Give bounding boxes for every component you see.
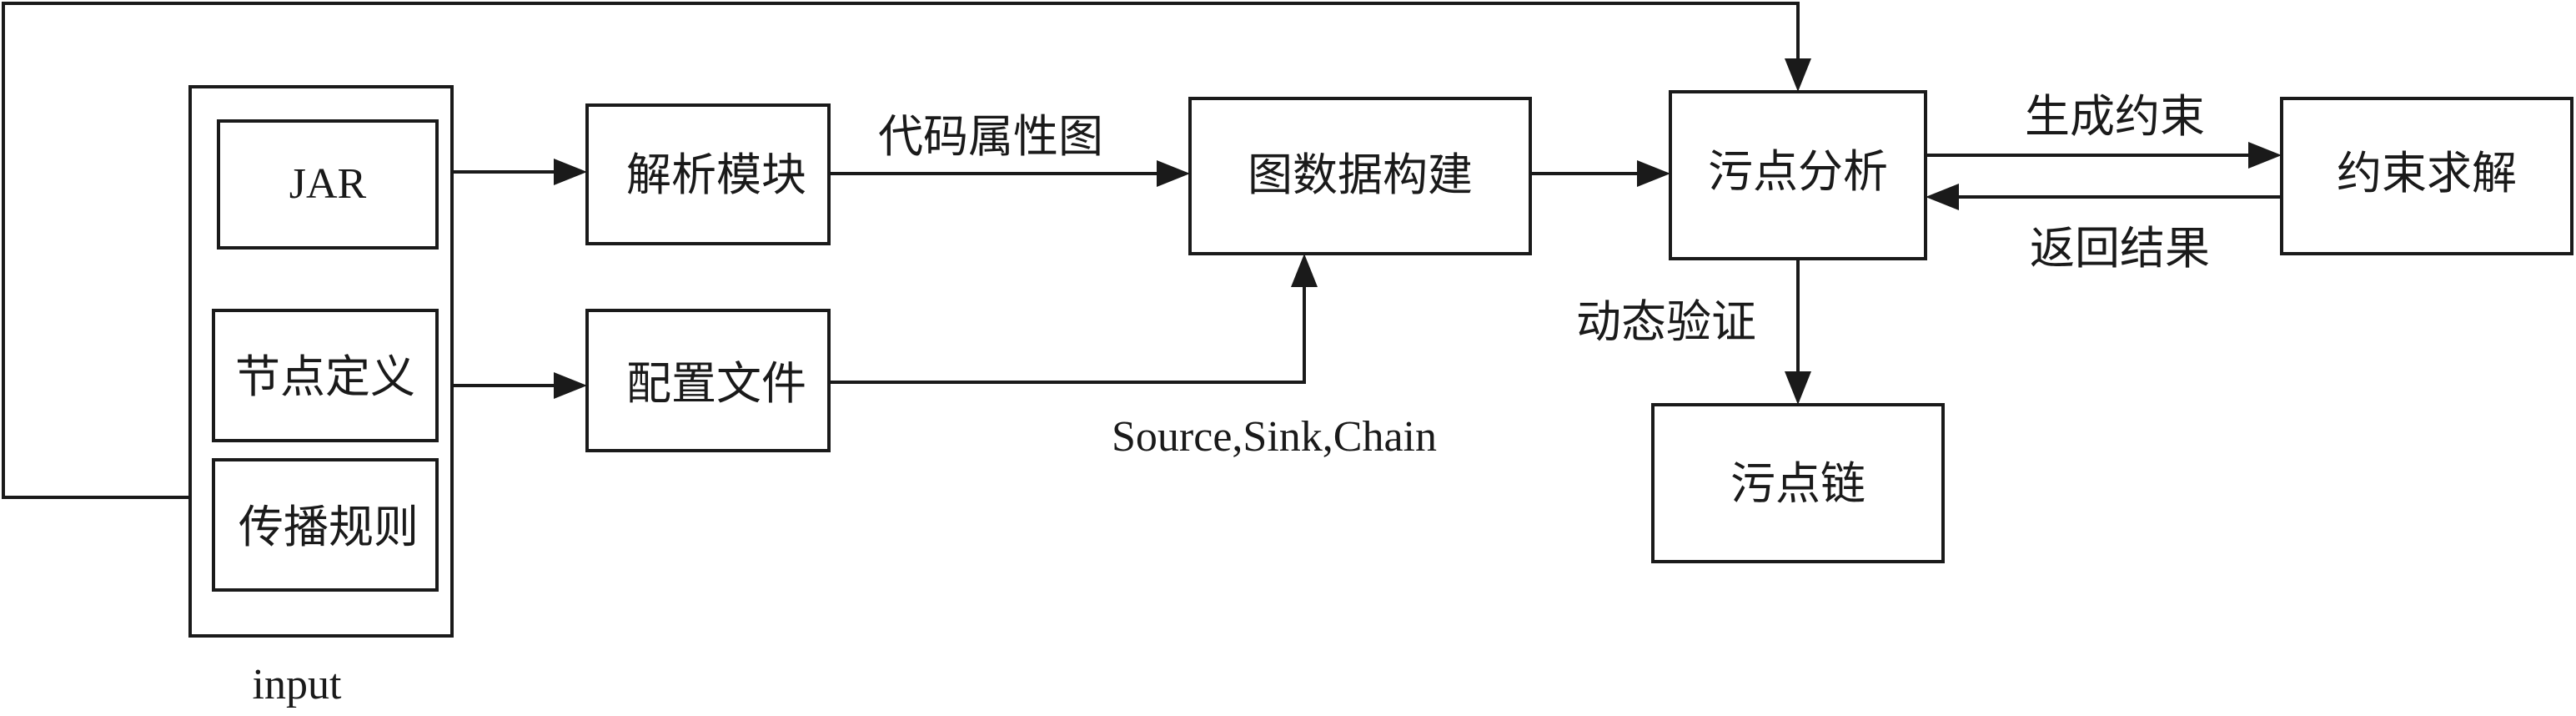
arrow-input-loop-to-taint-analysis bbox=[2, 2, 1811, 499]
code-property-graph-label: 代码属性图 bbox=[878, 110, 1103, 163]
constraint-solve-label: 约束求解 bbox=[2337, 147, 2517, 199]
arrow-constraint-to-taint bbox=[1926, 184, 2282, 210]
graph-build-label: 图数据构建 bbox=[1248, 149, 1473, 201]
parse-module-label: 解析模块 bbox=[626, 149, 806, 201]
source-sink-chain-label: Source,Sink,Chain bbox=[1112, 413, 1437, 461]
arrow-graph-build-to-taint-analysis bbox=[1530, 160, 1670, 187]
jar-node-label: JAR bbox=[289, 160, 367, 208]
constraint-solve-node: 约束求解 bbox=[2280, 97, 2573, 255]
jar-node: JAR bbox=[217, 119, 439, 250]
dynamic-verification-label: 动态验证 bbox=[1576, 295, 1756, 348]
parse-module-node: 解析模块 bbox=[585, 103, 831, 245]
arrow-nodedef-to-config bbox=[452, 372, 587, 399]
taint-analysis-node: 污点分析 bbox=[1669, 90, 1927, 260]
return-results-label: 返回结果 bbox=[2030, 222, 2210, 275]
arrow-taint-to-constraint bbox=[1926, 142, 2282, 169]
arrow-jar-to-parse bbox=[452, 159, 587, 185]
input-group-caption: input bbox=[253, 661, 342, 708]
node-definition-node: 节点定义 bbox=[212, 309, 439, 442]
generate-constraints-label: 生成约束 bbox=[2025, 90, 2205, 143]
arrow-config-to-graph-build bbox=[829, 254, 1318, 384]
propagation-rules-node: 传播规则 bbox=[212, 458, 439, 592]
arrow-taint-to-chain bbox=[1785, 259, 1811, 405]
config-file-label: 配置文件 bbox=[626, 357, 806, 410]
arrow-parse-to-graph-build bbox=[829, 160, 1190, 187]
propagation-rules-label: 传播规则 bbox=[239, 501, 419, 553]
taint-chain-label: 污点链 bbox=[1730, 457, 1865, 510]
node-definition-label: 节点定义 bbox=[235, 350, 415, 403]
taint-analysis-label: 污点分析 bbox=[1708, 145, 1888, 198]
taint-chain-node: 污点链 bbox=[1651, 403, 1945, 563]
graph-build-node: 图数据构建 bbox=[1188, 97, 1532, 255]
config-file-node: 配置文件 bbox=[585, 309, 831, 452]
